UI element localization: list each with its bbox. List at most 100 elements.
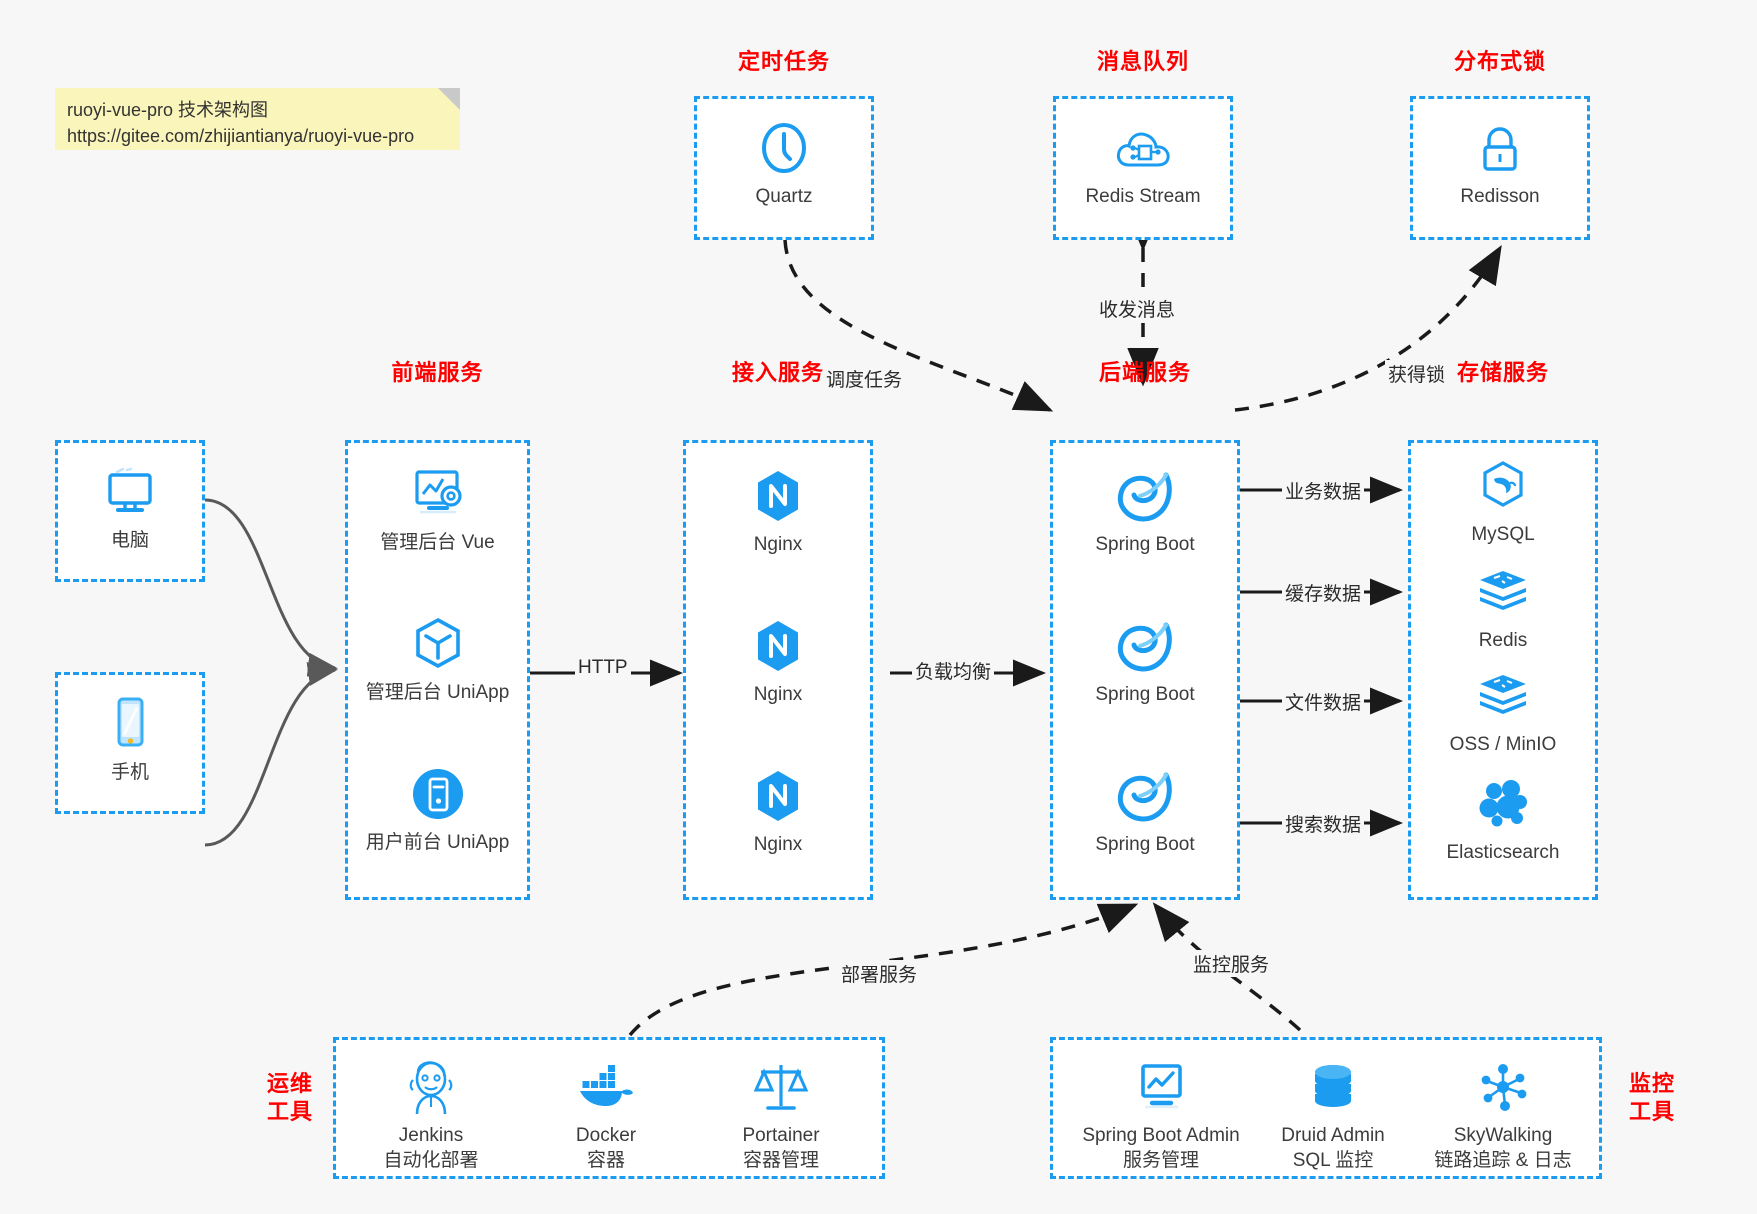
spring-boot-icon [1116, 615, 1174, 677]
edge-label-business-data: 业务数据 [1282, 477, 1365, 504]
nginx-icon [751, 465, 805, 527]
group-title-backend-service: 后端服务 [1098, 360, 1191, 385]
node-admin-vue[interactable]: 管理后台 Vue [348, 463, 527, 556]
group-ops-tools: Jenkins 自动化部署 [333, 1037, 885, 1179]
node-label: Portainer [742, 1125, 820, 1146]
edge-label-http: HTTP [575, 657, 631, 679]
elasticsearch-icon [1475, 773, 1531, 835]
mysql-dolphin-icon [1476, 455, 1530, 517]
group-scheduled-task: Quartz [694, 96, 874, 240]
edge-label-cache-data: 缓存数据 [1282, 579, 1365, 606]
node-spring-boot-2[interactable]: Spring Boot [1053, 615, 1237, 708]
node-phone[interactable]: 手机 [58, 693, 202, 786]
node-redis[interactable]: Redis [1411, 561, 1595, 654]
node-label: Spring Boot [1095, 684, 1195, 705]
node-jenkins[interactable]: Jenkins 自动化部署 [346, 1056, 516, 1173]
node-label: 电脑 [110, 530, 149, 551]
node-label: Jenkins [398, 1125, 464, 1146]
group-title-ops-tools: 运维 工具 [255, 1070, 325, 1125]
info-note: ruoyi-vue-pro 技术架构图 https://gitee.com/zh… [55, 88, 460, 150]
node-oss-minio[interactable]: OSS / MinIO [1411, 665, 1595, 758]
ops-title-line1: 运维 [266, 1071, 313, 1096]
edge-label-monitor-service: 监控服务 [1190, 950, 1273, 977]
edge-label-send-receive-message: 收发消息 [1096, 295, 1179, 322]
node-sublabel: SQL 监控 [1292, 1149, 1374, 1171]
node-admin-uniapp[interactable]: 管理后台 UniApp [348, 613, 527, 706]
edge-label-schedule-task: 调度任务 [823, 365, 906, 392]
node-label: Redis [1478, 630, 1528, 651]
group-title-distributed-lock: 分布式锁 [1453, 49, 1546, 74]
node-portainer[interactable]: Portainer 容器管理 [696, 1056, 866, 1173]
node-sublabel: 自动化部署 [383, 1149, 479, 1171]
ops-title-line2: 工具 [266, 1098, 313, 1124]
lock-icon [1474, 117, 1526, 179]
group-title-access-service: 接入服务 [731, 360, 824, 385]
node-nginx-1[interactable]: Nginx [686, 465, 870, 558]
mobile-circle-icon [409, 763, 467, 825]
node-label: Docker [575, 1125, 637, 1146]
edge-label-deploy-service: 部署服务 [838, 960, 921, 987]
node-label: OSS / MinIO [1449, 734, 1557, 755]
node-label: 手机 [110, 762, 149, 783]
node-docker[interactable]: Docker 容器 [521, 1056, 691, 1173]
node-label: MySQL [1471, 524, 1535, 545]
cube-icon [410, 613, 466, 675]
node-sublabel: 容器管理 [742, 1149, 819, 1171]
node-redisson[interactable]: Redisson [1413, 117, 1587, 210]
node-nginx-2[interactable]: Nginx [686, 615, 870, 708]
group-title-scheduled-task: 定时任务 [737, 49, 830, 74]
node-quartz[interactable]: Quartz [697, 117, 871, 210]
monitor-title-line1: 监控 [1628, 1071, 1675, 1096]
node-sublabel: 链路追踪 & 日志 [1434, 1149, 1572, 1171]
smartphone-icon [108, 693, 152, 755]
node-label: Elasticsearch [1446, 842, 1560, 863]
node-pc[interactable]: 电脑 [58, 461, 202, 554]
spring-boot-icon [1116, 765, 1174, 827]
cloud-stream-icon [1113, 117, 1173, 179]
note-line-title: ruoyi-vue-pro 技术架构图 [67, 100, 269, 120]
node-label: Spring Boot [1095, 834, 1195, 855]
node-label: Druid Admin [1281, 1125, 1385, 1146]
scales-icon [752, 1056, 810, 1118]
node-label: 管理后台 Vue [380, 532, 495, 553]
node-sublabel: 服务管理 [1122, 1149, 1199, 1171]
note-fold-corner [438, 88, 460, 110]
database-icon [1307, 1056, 1359, 1118]
node-redis-stream[interactable]: Redis Stream [1056, 117, 1230, 210]
node-spring-boot-1[interactable]: Spring Boot [1053, 465, 1237, 558]
node-nginx-3[interactable]: Nginx [686, 765, 870, 858]
node-label: Nginx [753, 684, 803, 705]
network-nodes-icon [1475, 1056, 1531, 1118]
node-spring-boot-3[interactable]: Spring Boot [1053, 765, 1237, 858]
nginx-icon [751, 765, 805, 827]
group-monitor-tools: Spring Boot Admin 服务管理 [1050, 1037, 1602, 1179]
jenkins-butler-icon [404, 1056, 458, 1118]
group-storage-service: MySQL Redis OSS [1408, 440, 1598, 900]
node-label: 管理后台 UniApp [365, 682, 510, 703]
node-elasticsearch[interactable]: Elasticsearch [1411, 773, 1595, 866]
node-skywalking[interactable]: SkyWalking 链路追踪 & 日志 [1408, 1056, 1598, 1173]
spring-boot-icon [1116, 465, 1174, 527]
node-label: Redisson [1460, 186, 1540, 207]
note-line-url: https://gitee.com/zhijiantianya/ruoyi-vu… [67, 126, 415, 147]
node-label: Spring Boot [1095, 534, 1195, 555]
node-mysql[interactable]: MySQL [1411, 455, 1595, 548]
node-label: Nginx [753, 534, 803, 555]
clock-icon [757, 117, 811, 179]
edge-label-load-balance: 负载均衡 [912, 657, 995, 684]
edge-label-search-data: 搜索数据 [1282, 810, 1365, 837]
nginx-icon [751, 615, 805, 677]
node-label: SkyWalking [1453, 1125, 1553, 1146]
object-storage-icon [1474, 665, 1532, 727]
group-title-message-queue: 消息队列 [1096, 49, 1189, 74]
edge-label-file-data: 文件数据 [1282, 688, 1365, 715]
monitor-chart-icon [1132, 1056, 1190, 1118]
node-spring-boot-admin[interactable]: Spring Boot Admin 服务管理 [1061, 1056, 1261, 1173]
node-label: Redis Stream [1085, 186, 1201, 207]
group-message-queue: Redis Stream [1053, 96, 1233, 240]
node-druid-admin[interactable]: Druid Admin SQL 监控 [1243, 1056, 1423, 1173]
node-label: Quartz [755, 186, 813, 207]
group-access-service: Nginx Nginx Nginx [683, 440, 873, 900]
edge-label-acquire-lock: 获得锁 [1385, 360, 1449, 387]
node-user-uniapp[interactable]: 用户前台 UniApp [348, 763, 527, 856]
